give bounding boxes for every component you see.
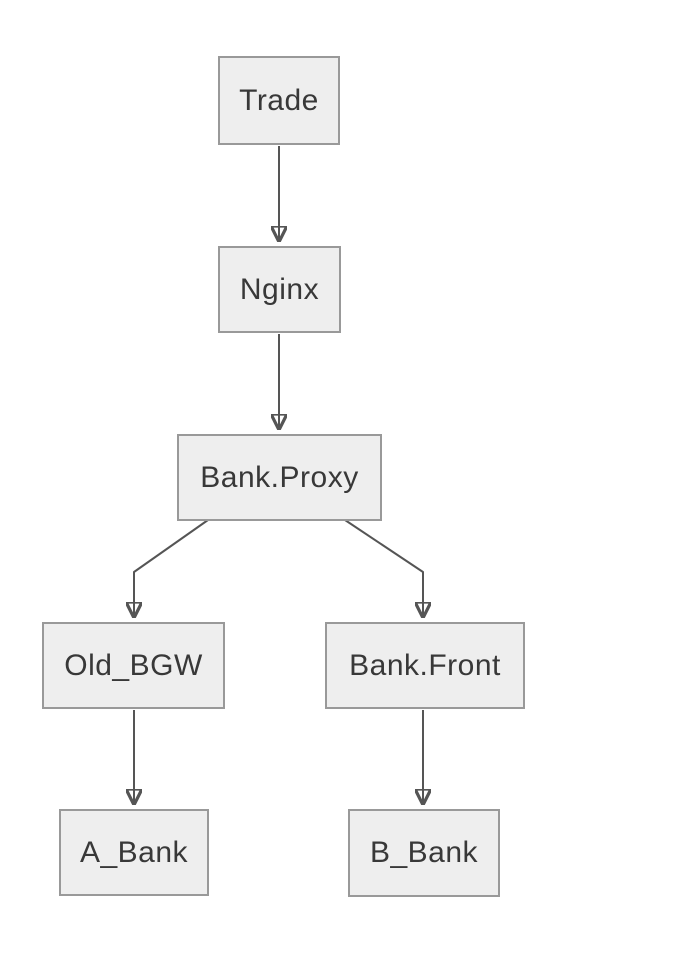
edge-bank-proxy-old-bgw	[134, 519, 209, 618]
edge-bank-proxy-bank-front	[344, 519, 423, 618]
node-trade: Trade	[218, 56, 340, 145]
node-a-bank: A_Bank	[59, 809, 209, 896]
node-bank-proxy: Bank.Proxy	[177, 434, 382, 521]
node-nginx: Nginx	[218, 246, 341, 333]
node-b-bank: B_Bank	[348, 809, 500, 897]
node-old-bgw: Old_BGW	[42, 622, 225, 709]
node-bank-front: Bank.Front	[325, 622, 525, 709]
